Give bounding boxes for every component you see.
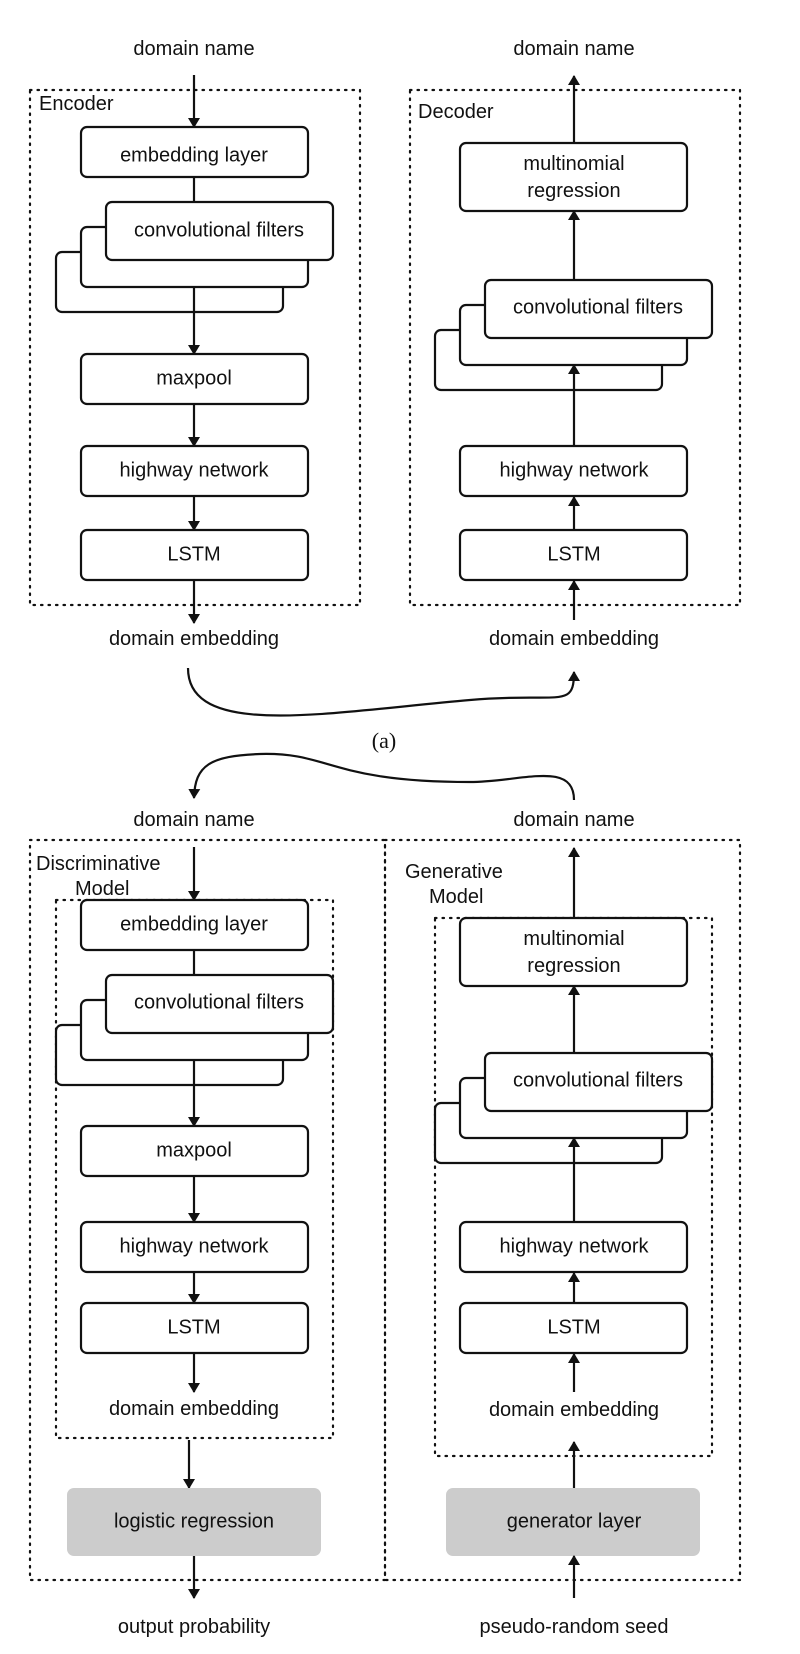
decoder: Decoder domain name multinomial regressi… <box>408 38 742 650</box>
encoder-conv-filters-stack: convolutional filters <box>54 200 335 314</box>
generative-output-label: domain name <box>513 809 634 831</box>
pseudo-random-seed-label: pseudo-random seed <box>479 1616 668 1638</box>
encoder-highway-network-label: highway network <box>120 459 270 481</box>
encoder: Encoder domain name embedding layer conv… <box>28 38 362 650</box>
decoder-conv-filters-label: convolutional filters <box>513 296 683 318</box>
encoder-maxpool-label: maxpool <box>156 367 232 389</box>
decoder-regression-label-line1: multinomial <box>523 153 624 175</box>
g-conv-filters-stack: convolutional filters <box>433 1051 714 1165</box>
arrow-encoder-to-decoder-curve <box>186 667 580 717</box>
generator-layer-label: generator layer <box>507 1510 642 1532</box>
g-conv-filter-front <box>483 1051 714 1113</box>
d-conv-filter-front <box>104 973 335 1035</box>
d-conv-filters-label: convolutional filters <box>134 991 304 1013</box>
panel-b: domain name Discriminative Model embeddi… <box>28 752 742 1638</box>
decoder-conv-filters-stack: convolutional filters <box>433 278 714 392</box>
g-conv-filters-label: convolutional filters <box>513 1069 683 1091</box>
encoder-conv-filter-front <box>104 200 335 262</box>
generative-title-line1: Generative <box>405 861 503 883</box>
encoder-lstm-label: LSTM <box>167 543 220 565</box>
discriminative-title-line1: Discriminative <box>36 853 160 875</box>
discriminative-model: domain name Discriminative Model embeddi… <box>28 809 387 1638</box>
d-highway-network-label: highway network <box>120 1235 270 1257</box>
decoder-title: Decoder <box>418 101 494 123</box>
decoder-input-label: domain embedding <box>489 628 659 650</box>
generator-layer-box <box>446 1488 700 1556</box>
g-highway-network-label: highway network <box>500 1235 650 1257</box>
decoder-regression-label-line2: regression <box>527 180 620 202</box>
logistic-regression-label: logistic regression <box>114 1510 274 1532</box>
generative-model: domain name Generative Model multinomial… <box>383 809 742 1638</box>
panel-a-caption: (a) <box>372 728 396 753</box>
encoder-conv-filters-label: convolutional filters <box>134 219 304 241</box>
panel-a: Encoder domain name embedding layer conv… <box>28 38 742 753</box>
d-maxpool-label: maxpool <box>156 1139 232 1161</box>
encoder-embedding-layer-label: embedding layer <box>120 144 268 166</box>
logistic-regression-box <box>67 1488 321 1556</box>
d-lstm-label: LSTM <box>167 1316 220 1338</box>
discriminative-inner-container <box>54 898 335 1440</box>
encoder-title: Encoder <box>39 93 114 115</box>
generative-title-line2: Model <box>429 886 483 908</box>
arrow-generator-to-discriminator-curve <box>188 752 576 801</box>
d-embedding-layer-label: embedding layer <box>120 913 268 935</box>
g-lstm-label: LSTM <box>547 1316 600 1338</box>
encoder-output-label: domain embedding <box>109 628 279 650</box>
g-regression-label-line1: multinomial <box>523 928 624 950</box>
encoder-input-label: domain name <box>133 38 254 60</box>
decoder-output-label: domain name <box>513 38 634 60</box>
g-domain-embedding-label: domain embedding <box>489 1399 659 1421</box>
output-probability-label: output probability <box>118 1616 270 1638</box>
g-regression-label-line2: regression <box>527 955 620 977</box>
decoder-highway-network-label: highway network <box>500 459 650 481</box>
d-domain-embedding-label: domain embedding <box>109 1398 279 1420</box>
decoder-lstm-label: LSTM <box>547 543 600 565</box>
discriminative-title-line2: Model <box>75 878 129 900</box>
d-conv-filters-stack: convolutional filters <box>54 973 335 1087</box>
decoder-conv-filter-front <box>483 278 714 340</box>
discriminative-input-label: domain name <box>133 809 254 831</box>
